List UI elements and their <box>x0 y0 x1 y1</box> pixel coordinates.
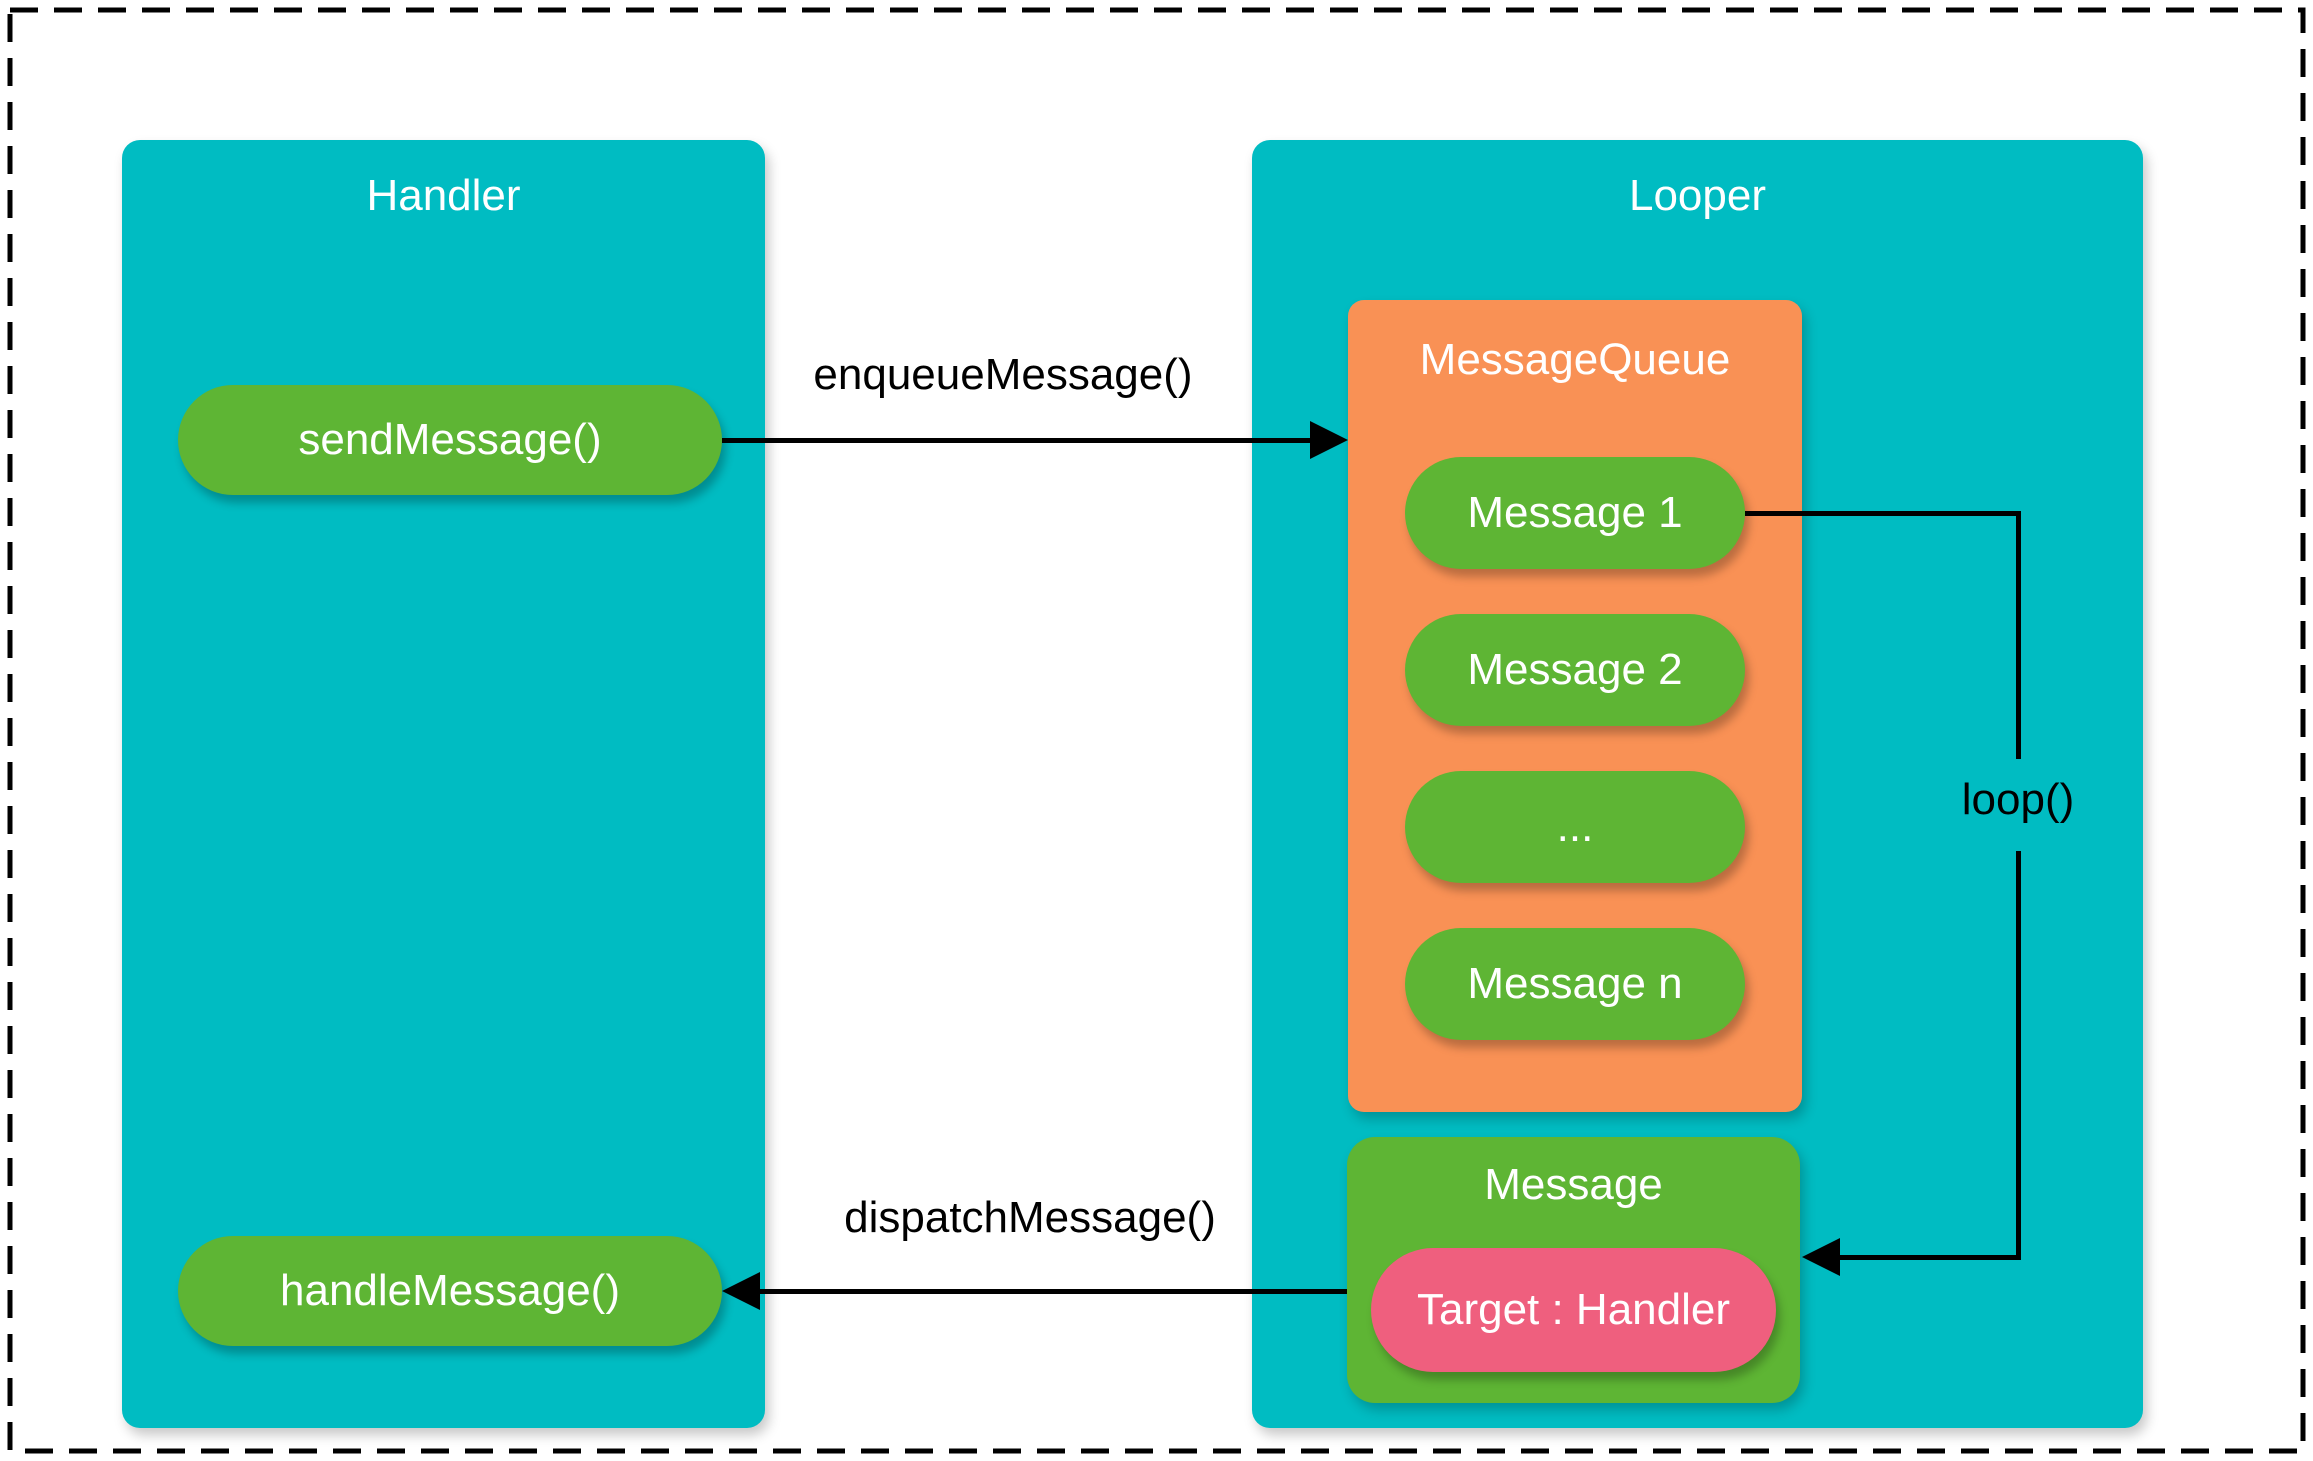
looper-title: Looper <box>1628 171 1766 220</box>
enqueue-arrowhead-icon <box>1310 421 1348 459</box>
loop-line-vertical-lower <box>2016 851 2021 1260</box>
looper-box: Looper MessageQueue Message 1 Message 2 … <box>1252 140 2143 1428</box>
enqueue-arrow-line <box>722 438 1314 443</box>
message-queue-title: MessageQueue <box>1419 335 1731 384</box>
loop-line-vertical-upper <box>2016 511 2021 759</box>
dispatch-arrow-line <box>756 1289 1347 1294</box>
enqueue-message-label: enqueueMessage() <box>813 350 1193 399</box>
loop-arrowhead-icon <box>1802 1238 1840 1276</box>
message-queue-box: MessageQueue Message 1 Message 2 ... Mes… <box>1348 300 1802 1112</box>
message-2-pill: Message 2 <box>1405 614 1745 726</box>
dispatch-message-label: dispatchMessage() <box>844 1193 1216 1242</box>
target-handler-pill: Target : Handler <box>1371 1248 1776 1372</box>
loop-label: loop() <box>1961 775 2075 824</box>
message-box: Message Target : Handler <box>1347 1137 1800 1403</box>
message-1-pill: Message 1 <box>1405 457 1745 569</box>
handle-message-pill: handleMessage() <box>178 1236 722 1346</box>
dispatch-arrowhead-icon <box>722 1272 760 1310</box>
handler-title: Handler <box>366 171 521 220</box>
message-n-pill: Message n <box>1405 928 1745 1040</box>
loop-line-bottom <box>1838 1255 2021 1260</box>
message-title: Message <box>1484 1160 1663 1209</box>
handler-box: Handler sendMessage() handleMessage() <box>122 140 765 1428</box>
send-message-pill: sendMessage() <box>178 385 722 495</box>
message-ellipsis-pill: ... <box>1405 771 1745 883</box>
loop-line-top <box>1745 511 2021 516</box>
